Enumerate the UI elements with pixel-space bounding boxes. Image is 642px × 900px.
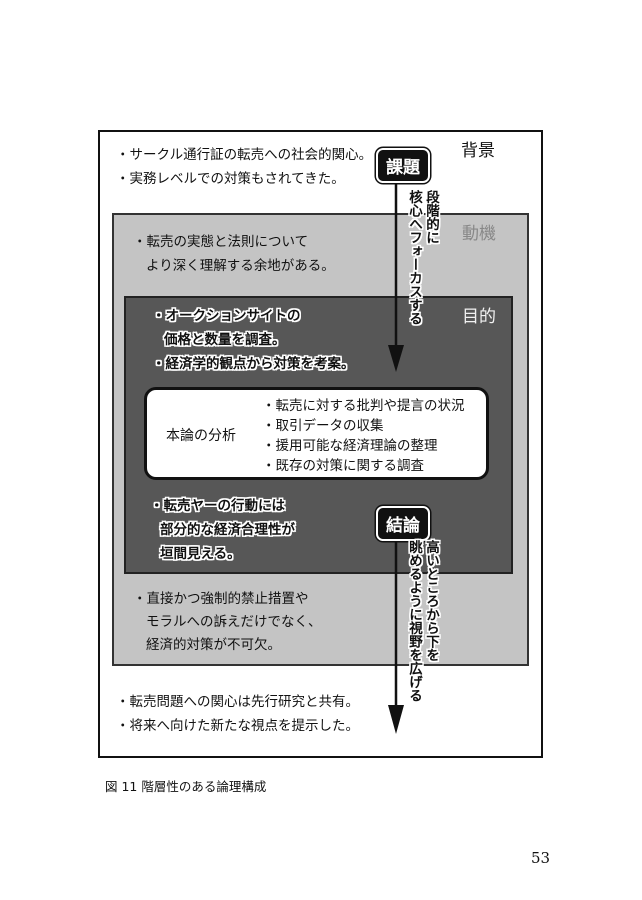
motivation-label: 動機 (462, 224, 496, 244)
purpose-line-2: 価格と数量を調査。 (164, 332, 286, 348)
issue-vtext-2: 核心へフォーカスする (406, 190, 422, 325)
issue-arrow-head (388, 345, 404, 372)
background-line-4: ・将来へ向けた新たな視点を提示した。 (116, 718, 359, 734)
analysis-item-2: ・取引データの収集 (262, 418, 384, 434)
issue-badge: 課題 (376, 148, 430, 183)
motivation-line-2: より深く理解する余地がある。 (146, 258, 335, 274)
conclusion-arrow-head (388, 705, 404, 734)
motivation-line-3: ・直接かつ強制的禁止措置や (133, 591, 309, 607)
conclusion-badge: 結論 (376, 506, 430, 541)
background-line-2: ・実務レベルでの対策もされてきた。 (116, 171, 345, 187)
analysis-item-1: ・転売に対する批判や提言の状況 (262, 398, 465, 414)
motivation-line-1: ・転売の実態と法則について (133, 234, 309, 250)
purpose-line-1: ・オークションサイトの (152, 308, 301, 324)
background-label: 背景 (461, 141, 495, 161)
motivation-line-4: モラルへの訴えだけでなく、 (146, 614, 322, 630)
purpose-line-4: ・転売ヤーの行動には (150, 498, 285, 514)
background-line-3: ・転売問題への関心は先行研究と共有。 (116, 694, 359, 710)
purpose-line-5: 部分的な経済合理性が (160, 522, 295, 538)
background-line-1: ・サークル通行証の転売への社会的関心。 (116, 147, 373, 163)
conclusion-vtext-2: 眺めるように視野を広げる (406, 540, 422, 702)
motivation-line-5: 経済的対策が不可欠。 (146, 637, 281, 653)
page-number: 53 (531, 849, 551, 867)
analysis-box (144, 387, 489, 480)
analysis-label: 本論の分析 (166, 428, 236, 444)
analysis-item-3: ・援用可能な経済理論の整理 (262, 438, 438, 454)
conclusion-vtext-1: 高いところから下を (423, 540, 439, 662)
figure-caption: 図 11 階層性のある論理構成 (105, 779, 267, 794)
purpose-line-6: 垣間見える。 (160, 546, 241, 562)
analysis-item-4: ・既存の対策に関する調査 (262, 458, 424, 474)
issue-vtext-1: 段階的に (423, 190, 439, 244)
purpose-line-3: ・経済学的観点から対策を考案。 (152, 356, 355, 372)
purpose-label: 目的 (462, 307, 496, 327)
